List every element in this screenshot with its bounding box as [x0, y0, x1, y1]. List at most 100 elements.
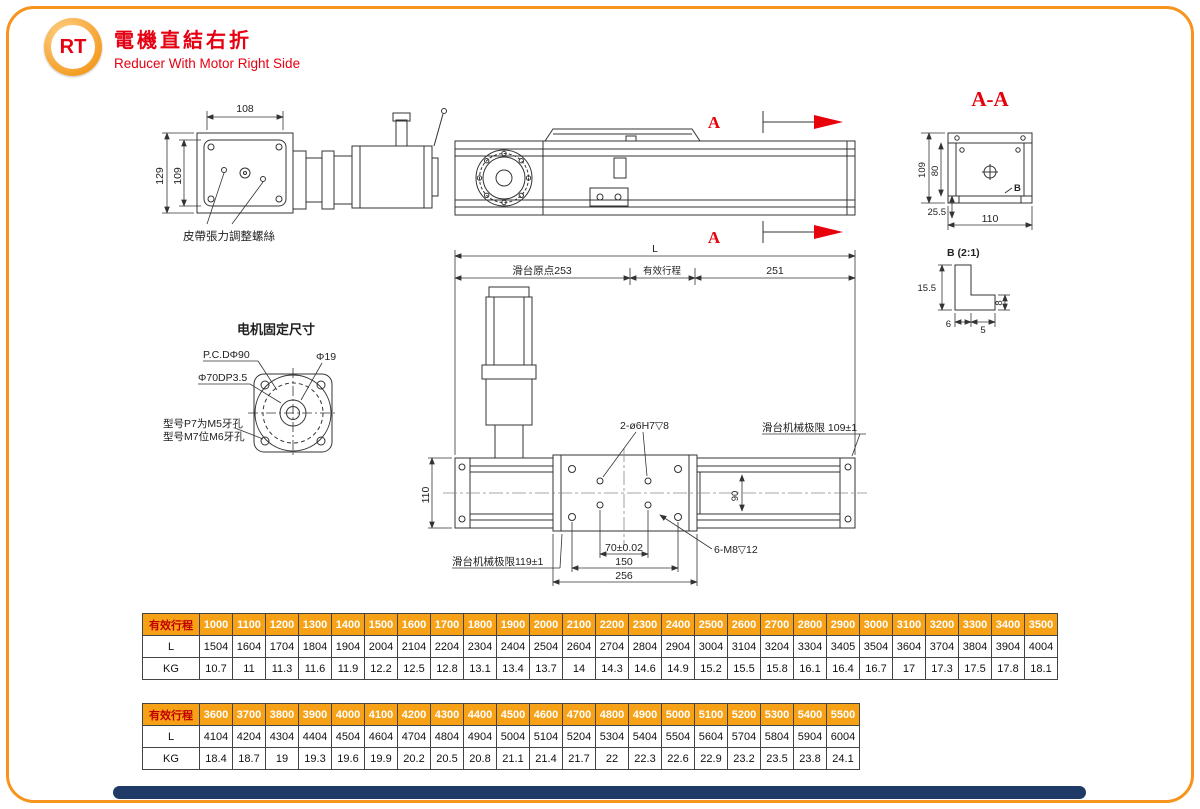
data-cell: 22.9 — [694, 747, 728, 770]
data-cell: 3405 — [826, 635, 860, 658]
data-cell: 2704 — [595, 635, 629, 658]
data-cell: 10.7 — [199, 657, 233, 680]
section-aa-title: A-A — [971, 87, 1009, 111]
dim-gearbox-height-inner: 109 — [172, 167, 184, 185]
stroke-header-value-cell: 2500 — [694, 613, 728, 636]
data-cell: 20.8 — [463, 747, 497, 770]
stroke-header-value-cell: 5000 — [661, 703, 695, 726]
data-cell: 15.8 — [760, 657, 794, 680]
data-cell: 2204 — [430, 635, 464, 658]
stroke-header-value-cell: 1000 — [199, 613, 233, 636]
stroke-header-value-cell: 3800 — [265, 703, 299, 726]
stroke-header-value-cell: 3100 — [892, 613, 926, 636]
data-cell: 21.7 — [562, 747, 596, 770]
data-cell: 22.6 — [661, 747, 695, 770]
dim-gearbox-width: 108 — [236, 103, 254, 115]
data-cell: 15.2 — [694, 657, 728, 680]
data-cell: 2104 — [397, 635, 431, 658]
stroke-header-value-cell: 5300 — [760, 703, 794, 726]
data-cell: 4504 — [331, 725, 365, 748]
data-cell: 22.3 — [628, 747, 662, 770]
data-cell: 4704 — [397, 725, 431, 748]
label-side-holes: 6-M8▽12 — [714, 544, 758, 556]
data-cell: 19.9 — [364, 747, 398, 770]
page-title: 電機直結右折 — [114, 30, 252, 52]
stroke-header-value-cell: 3500 — [1024, 613, 1058, 636]
data-cell: 17.5 — [958, 657, 992, 680]
data-cell: 14.6 — [628, 657, 662, 680]
motor-mount-title: 电机固定尺寸 — [237, 322, 315, 337]
section-cut-marks — [762, 111, 843, 243]
data-cell: 5204 — [562, 725, 596, 748]
side-view-gearbox — [196, 108, 447, 214]
data-cell: 21.1 — [496, 747, 530, 770]
row-label-cell: KG — [142, 747, 200, 770]
data-cell: 16.1 — [793, 657, 827, 680]
stroke-header-value-cell: 5200 — [727, 703, 761, 726]
data-cell: 16.7 — [859, 657, 893, 680]
data-cell: 11 — [232, 657, 266, 680]
stroke-header-value-cell: 1900 — [496, 613, 530, 636]
data-cell: 18.1 — [1024, 657, 1058, 680]
dim-90: 90 — [730, 491, 741, 502]
dim-gearbox-height-outer: 129 — [154, 167, 166, 185]
data-cell: 1804 — [298, 635, 332, 658]
motor-mount-leader-lines — [198, 360, 323, 440]
stroke-header-value-cell: 1600 — [397, 613, 431, 636]
brand-logo-text: RT — [51, 25, 95, 69]
data-cell: 5604 — [694, 725, 728, 748]
data-cell: 3204 — [760, 635, 794, 658]
section-arrow-bottom — [814, 225, 843, 239]
stroke-header-value-cell: 2000 — [529, 613, 563, 636]
data-cell: 19 — [265, 747, 299, 770]
data-cell: 5104 — [529, 725, 563, 748]
stroke-header-value-cell: 3600 — [199, 703, 233, 726]
data-cell: 16.4 — [826, 657, 860, 680]
data-cell: 18.4 — [199, 747, 233, 770]
stroke-header-value-cell: 3000 — [859, 613, 893, 636]
dim-slider-origin: 滑台原点253 — [512, 264, 572, 277]
dim-detail-8: 8 — [994, 300, 1005, 305]
data-cell: 1604 — [232, 635, 266, 658]
data-cell: 4004 — [1024, 635, 1058, 658]
section-aa-view — [947, 132, 1033, 204]
dim-150: 150 — [615, 556, 633, 568]
dim-rail-height-110: 110 — [420, 486, 432, 503]
data-cell: 19.6 — [331, 747, 365, 770]
dim-section-109: 109 — [917, 162, 928, 178]
data-cell: 4804 — [430, 725, 464, 748]
stroke-header-value-cell: 4300 — [430, 703, 464, 726]
data-cell: 19.3 — [298, 747, 332, 770]
section-label-a-top: A — [708, 113, 721, 132]
data-cell: 3704 — [925, 635, 959, 658]
data-cell: 5404 — [628, 725, 662, 748]
stroke-header-value-cell: 3900 — [298, 703, 332, 726]
section-label-a-bottom: A — [708, 228, 721, 247]
data-cell: 6004 — [826, 725, 860, 748]
data-cell: 2404 — [496, 635, 530, 658]
stroke-header-value-cell: 3200 — [925, 613, 959, 636]
motor-mount-view — [248, 368, 338, 458]
dim-detail-6: 6 — [946, 319, 951, 330]
brand-logo: RT — [44, 18, 102, 76]
data-cell: 4604 — [364, 725, 398, 748]
belt-tension-note: 皮帶張力調整螺絲 — [183, 229, 275, 243]
data-cell: 11.6 — [298, 657, 332, 680]
stroke-header-value-cell: 2200 — [595, 613, 629, 636]
section-arrow-top — [814, 115, 843, 129]
data-cell: 2504 — [529, 635, 563, 658]
data-cell: 5504 — [661, 725, 695, 748]
data-cell: 13.7 — [529, 657, 563, 680]
data-cell: 3004 — [694, 635, 728, 658]
stroke-header-value-cell: 2800 — [793, 613, 827, 636]
stroke-header-value-cell: 1100 — [232, 613, 266, 636]
dim-effective-stroke: 有效行程 — [643, 265, 682, 277]
detail-b-view — [954, 264, 996, 311]
data-cell: 1504 — [199, 635, 233, 658]
data-cell: 11.9 — [331, 657, 365, 680]
